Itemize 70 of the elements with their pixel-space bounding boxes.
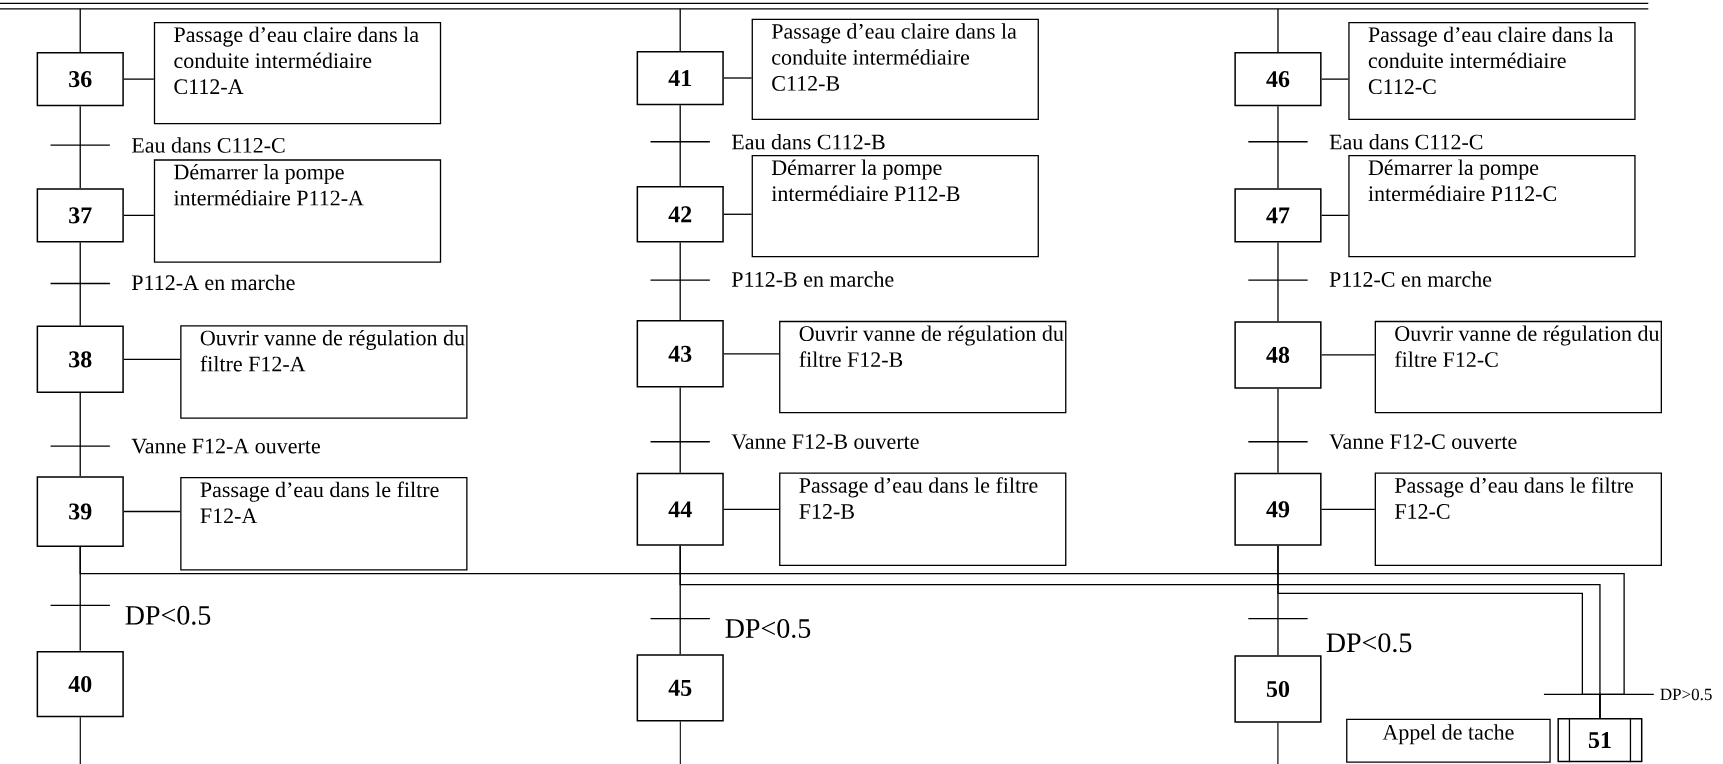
connector-line <box>723 77 753 79</box>
edge-label: P112-C en marche <box>1328 270 1493 288</box>
connector-line <box>1277 8 1279 53</box>
macro-step-box: 51 <box>1557 717 1643 763</box>
connector-line <box>123 78 155 80</box>
step-box: 37 <box>36 188 124 243</box>
connector-line <box>1247 241 1309 322</box>
connector-line <box>49 105 111 189</box>
connector-line <box>123 214 155 217</box>
edge-label: P112-B en marche <box>730 270 896 288</box>
action-box: Passage d’eau dans le filtre F12-C <box>1374 472 1662 567</box>
connector-line <box>649 241 711 321</box>
connector-line <box>679 720 681 764</box>
step-box: 47 <box>1234 188 1322 243</box>
edge-label: Vanne F12-C ouverte <box>1328 433 1519 451</box>
step-box: 40 <box>36 650 124 718</box>
action-box: Passage d’eau claire dans la conduite intermédiaire C112-B <box>751 18 1039 120</box>
step-box: 48 <box>1234 321 1322 389</box>
step-box: 36 <box>36 52 124 107</box>
edge-label: Vanne F12-B ouverte <box>730 433 921 451</box>
action-box: Passage d’eau claire dans la conduite intermédiaire C112-A <box>153 21 442 125</box>
action-box: Passage d’eau dans le filtre F12-B <box>779 472 1067 567</box>
edge-label: DP<0.5 <box>723 618 813 640</box>
edge-label: Vanne F12-A ouverte <box>130 437 322 455</box>
connector-line <box>49 392 111 477</box>
edge-label: DP<0.5 <box>1324 632 1414 654</box>
connector-line <box>723 353 780 355</box>
step-box: 49 <box>1234 472 1322 546</box>
connector-line <box>679 8 681 52</box>
action-box: Démarrer la pompe intermédiaire P112-B <box>751 154 1039 258</box>
step-box: 39 <box>36 476 124 547</box>
action-box: Démarrer la pompe intermédiaire P112-A <box>153 159 442 263</box>
step-box: 42 <box>636 186 724 243</box>
connector-line <box>123 358 181 360</box>
connector-line <box>1277 722 1279 764</box>
connector-line <box>723 508 780 510</box>
connector-line <box>649 104 711 187</box>
step-box: 44 <box>636 472 724 546</box>
connector-line <box>1320 78 1349 80</box>
transition-label: DP>0.5 <box>1660 688 1712 701</box>
step-box: 50 <box>1234 655 1322 723</box>
connector-line <box>123 510 181 513</box>
edge-label: Eau dans C112-B <box>730 133 887 151</box>
step-box: 38 <box>36 325 124 394</box>
step-box: 45 <box>636 654 724 722</box>
edge-label: Eau dans C112-C <box>130 136 287 154</box>
connector-line <box>1247 105 1309 189</box>
connector-line <box>49 241 111 327</box>
step-box: 46 <box>1234 52 1322 107</box>
step-box: 43 <box>636 320 724 388</box>
action-box: Ouvrir vanne de régulation du filtre F12-B <box>779 320 1067 414</box>
connector-line <box>1320 214 1349 217</box>
connector-line <box>79 8 81 53</box>
edge-label: DP<0.5 <box>123 604 213 626</box>
connector-line <box>649 386 711 474</box>
connector-line <box>1277 545 1601 719</box>
action-box: Démarrer la pompe intermédiaire P112-C <box>1348 154 1636 258</box>
connector-line <box>723 213 753 215</box>
edge-label: Eau dans C112-C <box>1328 133 1485 151</box>
action-box: Appel de tache <box>1346 718 1551 763</box>
edge-label: P112-A en marche <box>130 273 297 292</box>
action-box: Passage d’eau claire dans la conduite intermédiaire C112-C <box>1348 21 1636 120</box>
connector-line <box>1247 388 1309 474</box>
action-box: Ouvrir vanne de régulation du filtre F12-A <box>180 325 468 419</box>
action-box: Ouvrir vanne de régulation du filtre F12-C <box>1374 320 1662 414</box>
connector-line <box>1320 508 1376 510</box>
connector-line <box>79 716 81 764</box>
step-box: 41 <box>636 50 724 106</box>
connector-line <box>1320 354 1376 356</box>
action-box: Passage d’eau dans le filtre F12-A <box>180 476 468 571</box>
